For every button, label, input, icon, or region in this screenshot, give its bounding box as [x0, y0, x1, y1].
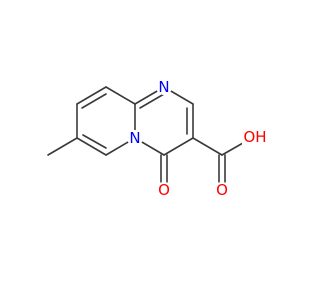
bond-c7-c6-inner — [82, 134, 107, 149]
bond-c3-ccooh — [192, 137, 223, 156]
bond-c9-c8-inner — [81, 93, 107, 109]
bond-c9a-n1-inner — [139, 93, 165, 109]
bond-c3-c4 — [163, 137, 194, 156]
atom-o-carbonyl-label: O — [216, 181, 228, 199]
bond-c9-c8 — [76, 86, 107, 105]
bond-c7-methyl — [47, 137, 78, 156]
bond-c7-c6 — [76, 137, 107, 156]
molecule-structure: N N O O OH — [47, 78, 268, 199]
atom-n-bridge: N — [127, 129, 143, 147]
atom-o-carbonyl: O — [214, 181, 230, 199]
bond-ccooh-oh — [221, 142, 244, 156]
atom-o-hydroxyl: OH — [242, 128, 268, 146]
atom-o-hydroxyl-label: OH — [243, 128, 266, 146]
atom-o-ketone-label: O — [158, 181, 170, 199]
atom-o-ketone: O — [156, 181, 172, 199]
atom-n-ring-top: N — [156, 78, 172, 96]
atom-n-bridge-label: N — [129, 129, 140, 147]
bond-c9a-c9 — [105, 86, 136, 105]
atom-n-ring-top-label: N — [158, 78, 169, 96]
